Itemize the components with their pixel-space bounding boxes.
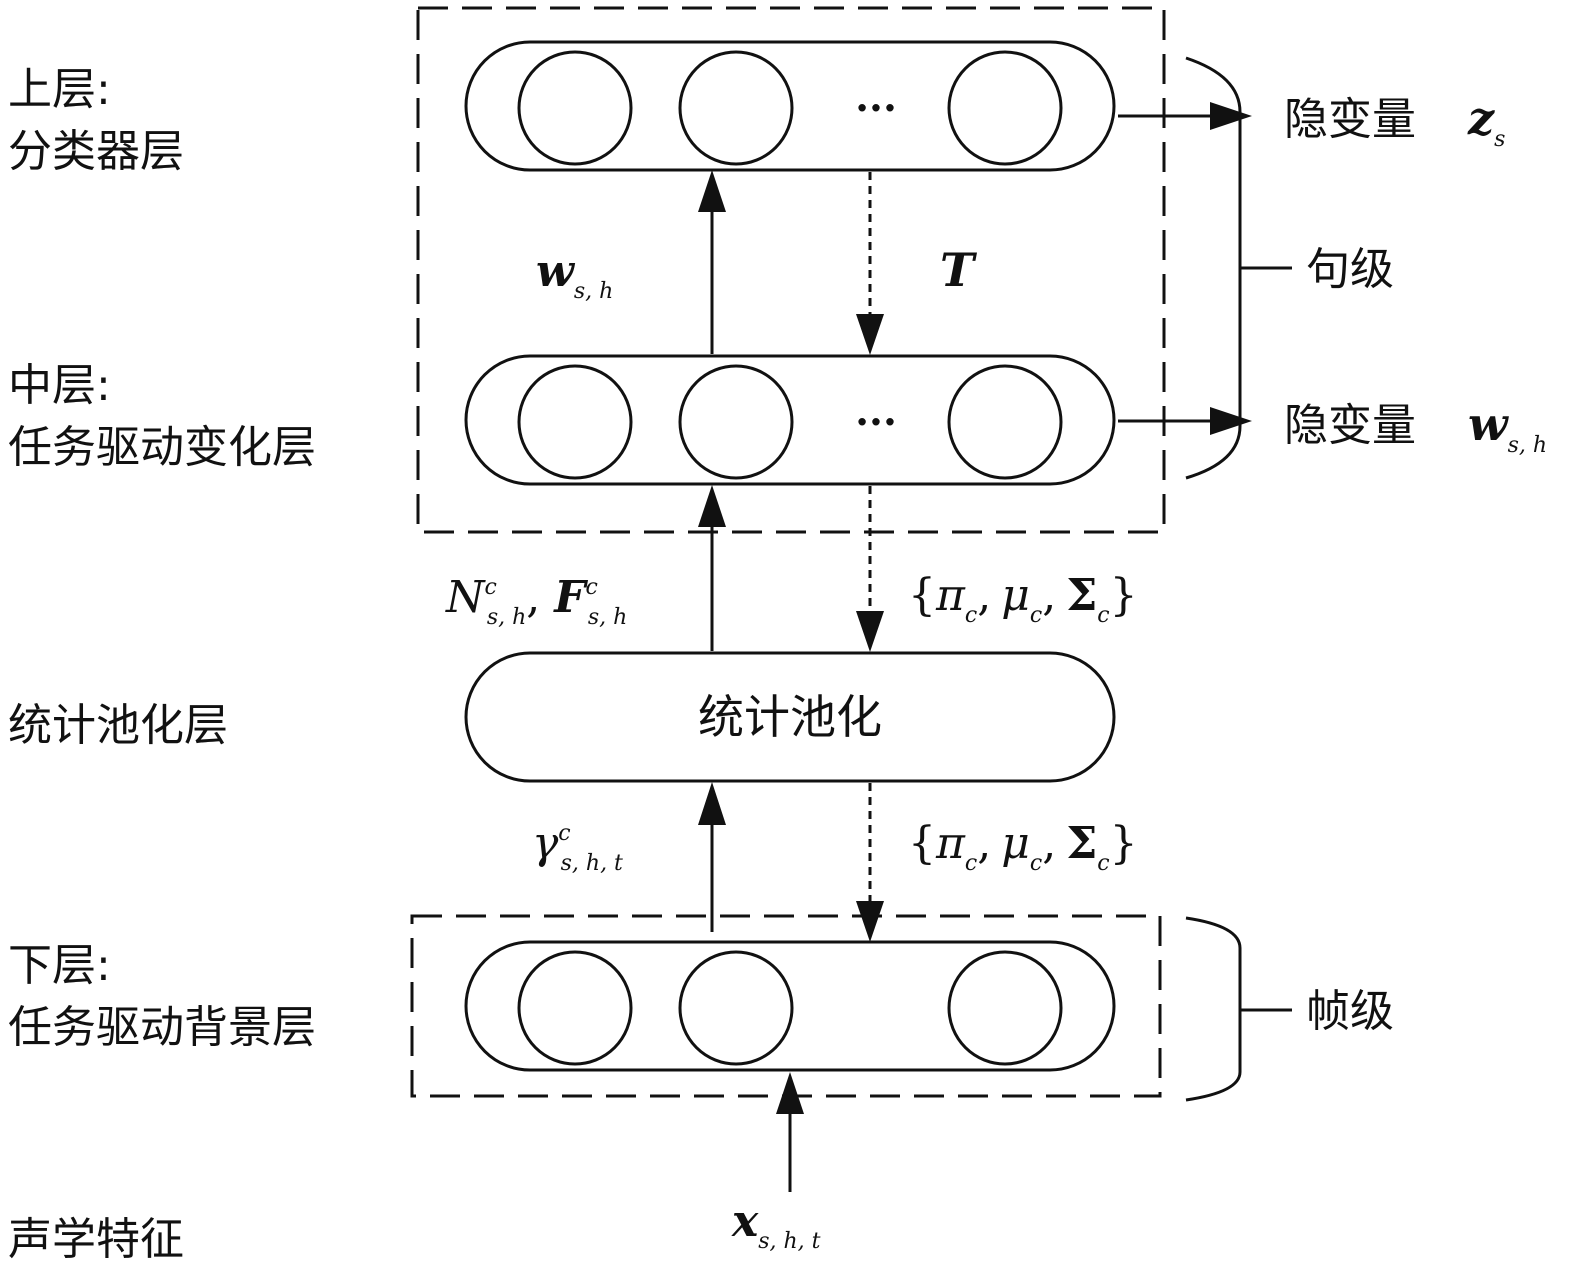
output-w-label: 隐变量 xyxy=(1284,400,1416,451)
top-layer-label-line1: 上层: xyxy=(8,64,111,115)
pooling-box-text: 统计池化 xyxy=(698,690,882,744)
node-circle xyxy=(517,50,633,166)
arrow-middle-to-top xyxy=(698,170,726,354)
node-circle xyxy=(678,950,794,1066)
node-circle xyxy=(947,950,1063,1066)
node-circle xyxy=(678,364,794,480)
middle-layer-capsule: ··· xyxy=(464,354,1116,486)
node-circle xyxy=(517,950,633,1066)
edge-label-params-upper: {πc,μc,Σc} xyxy=(908,570,1138,628)
edge-label-T: T xyxy=(940,243,978,297)
frame-level-label: 帧级 xyxy=(1306,986,1394,1037)
pooling-capsule: 统计池化 xyxy=(464,651,1116,783)
middle-layer-label-line1: 中层: xyxy=(8,360,111,411)
arrow-bottom-to-pooling xyxy=(698,782,726,932)
middle-layer-label-line2: 任务驱动变化层 xyxy=(8,422,316,473)
arrow-output-z xyxy=(1118,102,1252,130)
top-layer-capsule: ··· xyxy=(464,40,1116,172)
sentence-level-brace xyxy=(1185,56,1292,480)
node-circle xyxy=(678,50,794,166)
node-ellipsis: ··· xyxy=(855,399,897,446)
bottom-layer-capsule xyxy=(464,940,1116,1072)
arrow-pooling-to-middle xyxy=(698,485,726,651)
output-z-label: 隐变量 xyxy=(1284,94,1416,145)
arrow-input-to-bottom xyxy=(776,1072,804,1192)
output-w-math: ws, h xyxy=(1468,397,1547,458)
sentence-level-label: 句级 xyxy=(1306,244,1394,295)
bottom-layer-label-line1: 下层: xyxy=(8,940,111,991)
edge-label-x: xs, h, t xyxy=(731,1196,821,1254)
node-ellipsis: ··· xyxy=(855,85,897,132)
node-circle xyxy=(947,364,1063,480)
dashed-arrow-pooling-to-bottom xyxy=(856,783,884,942)
node-circle xyxy=(517,364,633,480)
edge-label-w: ws, h xyxy=(536,246,613,304)
sentence-level-group-box xyxy=(416,6,1166,534)
arrow-output-w xyxy=(1118,407,1252,435)
top-layer-label-line2: 分类器层 xyxy=(8,126,184,177)
input-label: 声学特征 xyxy=(8,1214,184,1265)
bottom-layer-label-line2: 任务驱动背景层 xyxy=(8,1002,316,1053)
dashed-arrow-middle-to-pooling xyxy=(856,486,884,652)
frame-level-brace xyxy=(1185,916,1292,1102)
node-circle xyxy=(947,50,1063,166)
pooling-layer-label: 统计池化层 xyxy=(8,700,228,751)
dashed-arrow-top-to-middle xyxy=(856,172,884,355)
edge-label-params-lower: {πc,μc,Σc} xyxy=(908,818,1138,876)
output-z-math: zs xyxy=(1467,91,1505,152)
